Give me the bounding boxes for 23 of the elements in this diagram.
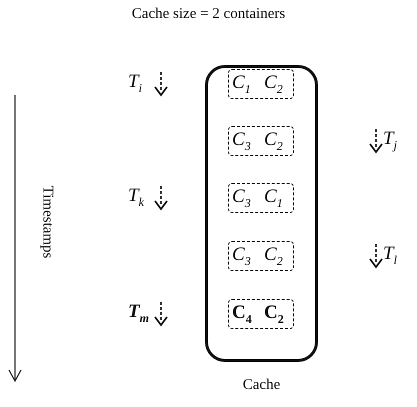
- container-slot: [228, 299, 294, 329]
- container-id: C$_{2}$: [264, 244, 283, 270]
- container-id: C$_{1}$: [232, 72, 251, 98]
- container-id: C$_{3}$: [232, 244, 251, 270]
- container-slot: [228, 69, 294, 99]
- timestamp-label: T$_{k}$: [128, 185, 144, 211]
- container-id: C$_{4}$: [232, 302, 252, 328]
- container-id: C$_{2}$: [264, 72, 283, 98]
- container-id: C$_{2}$: [264, 129, 283, 155]
- container-id: C$_{1}$: [264, 186, 283, 212]
- container-slot: [228, 241, 294, 271]
- container-slot: [228, 126, 294, 156]
- container-id: C$_{3}$: [232, 129, 251, 155]
- timestamp-label: T$_{j}$: [383, 128, 397, 154]
- container-id: C$_{2}$: [264, 302, 284, 328]
- container-slot: [228, 183, 294, 213]
- timestamp-label: T$_{i}$: [128, 71, 142, 97]
- cache-label: Cache: [242, 377, 282, 394]
- timestamp-label: T$_{l}$: [383, 243, 397, 269]
- container-id: C$_{3}$: [232, 186, 251, 212]
- timestamp-label: T$_{m}$: [128, 301, 149, 327]
- title: Cache size = 2 containers: [130, 6, 286, 23]
- axis-label: Timestamps: [38, 186, 56, 258]
